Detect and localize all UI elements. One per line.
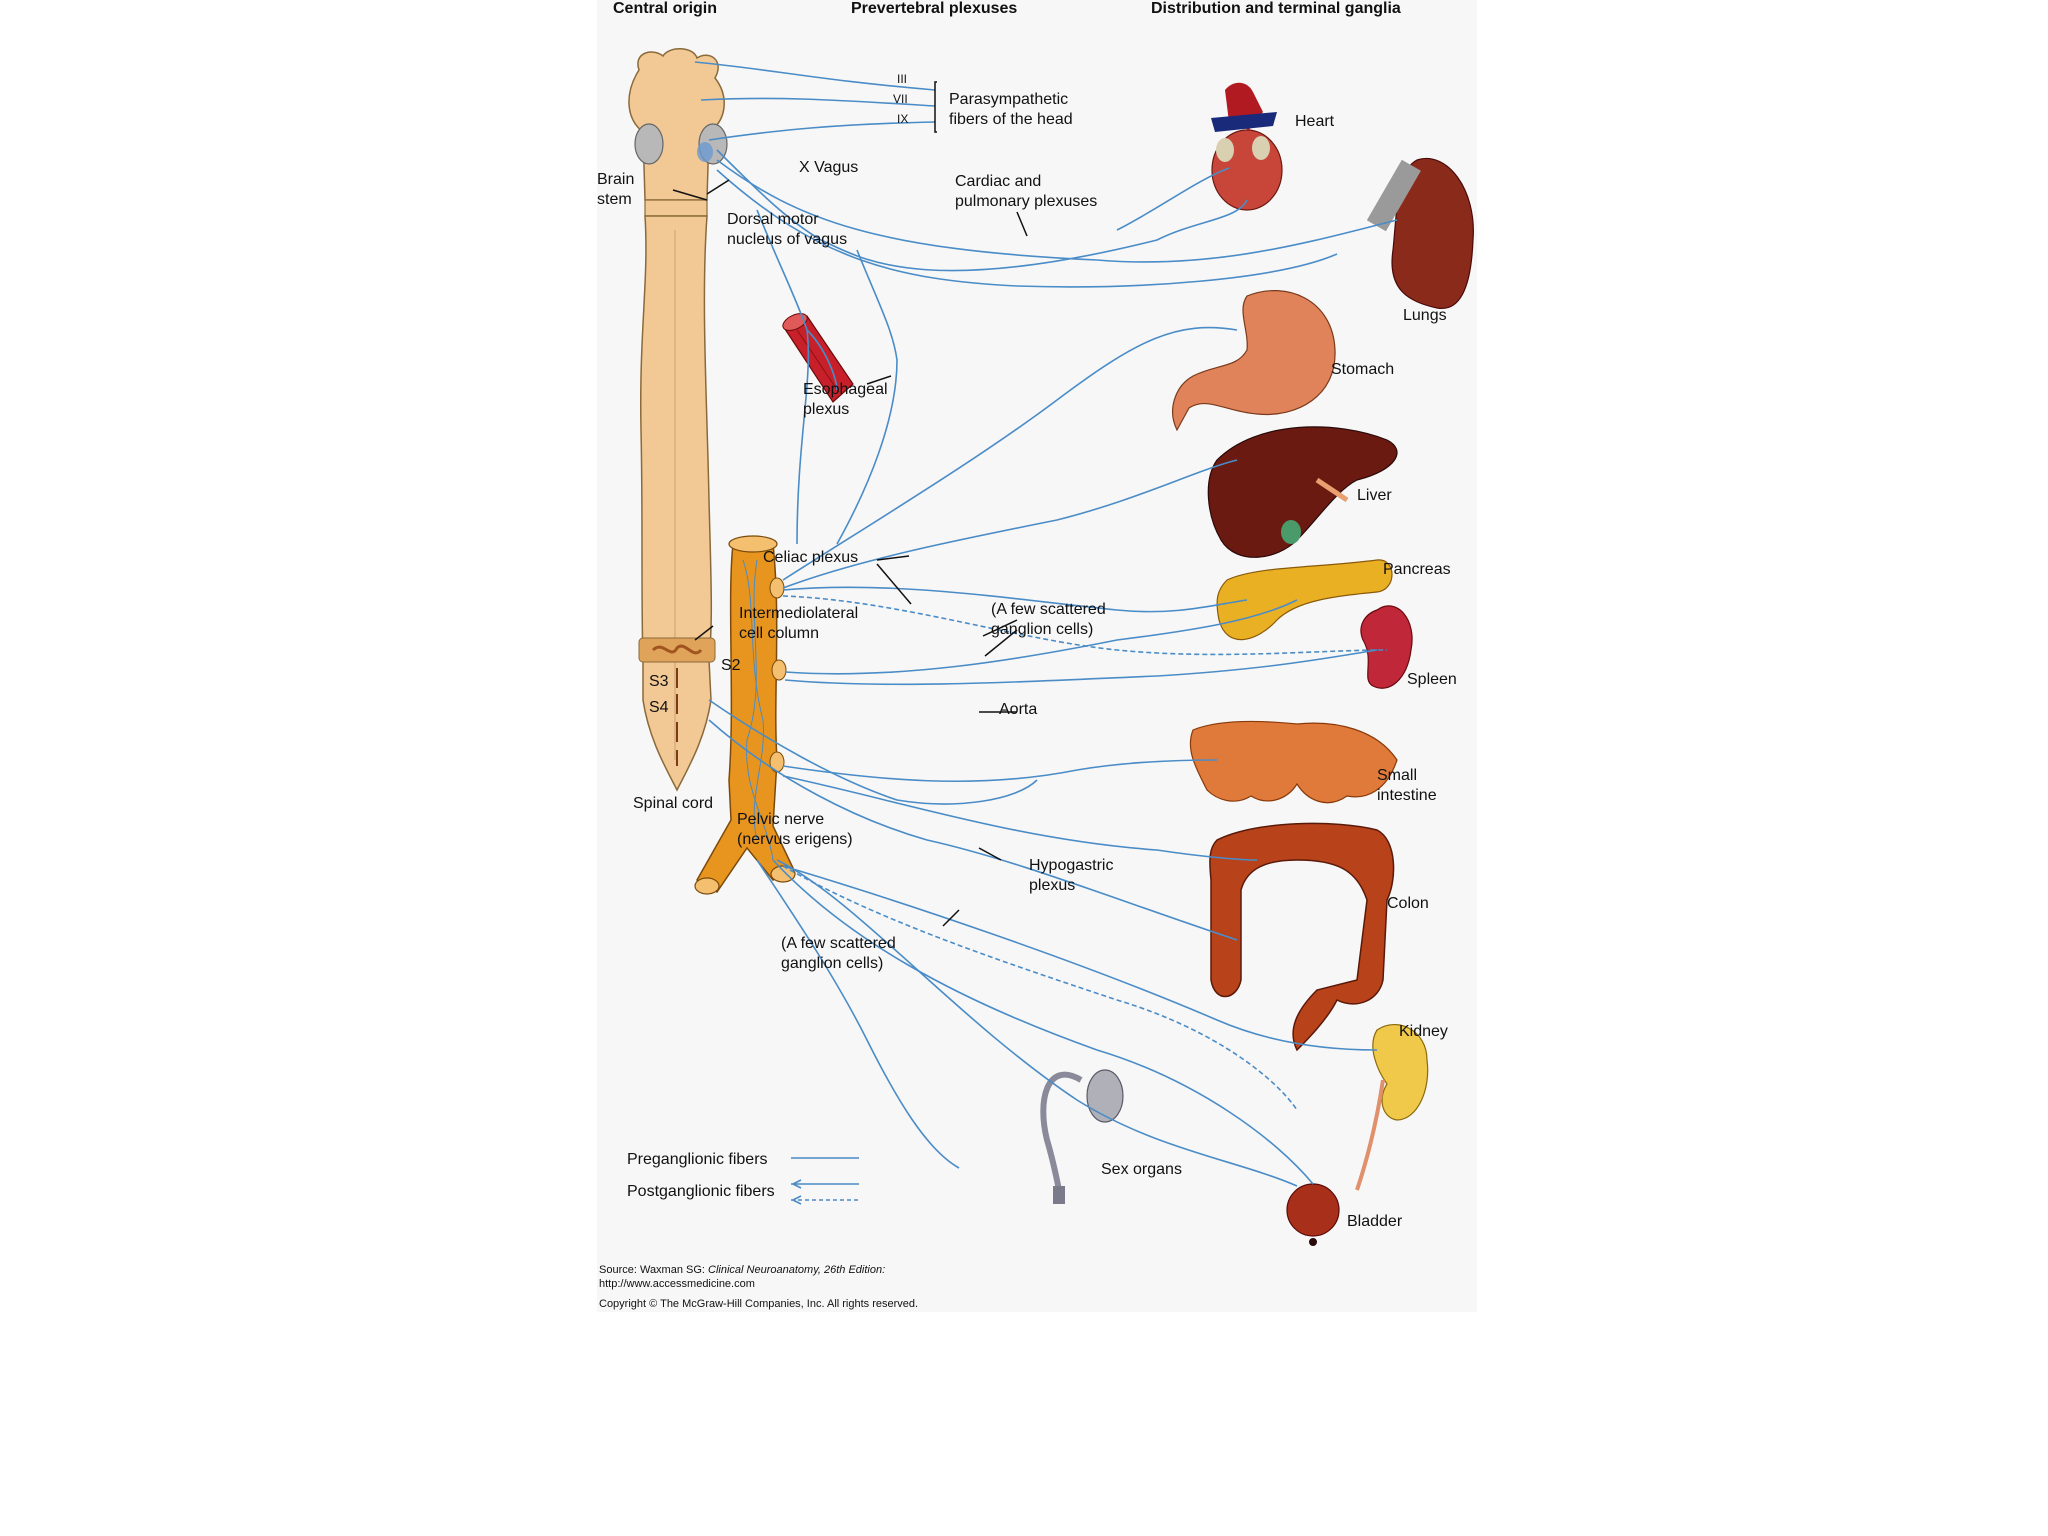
label-nerve-ix: IX (897, 112, 909, 126)
copyright-notice: Copyright © The McGraw-Hill Companies, I… (599, 1298, 919, 1310)
source-url[interactable]: http://www.accessmedicine.com (599, 1278, 755, 1290)
label-intermediolateral-1: Intermediolateral (739, 605, 859, 622)
label-esophageal-1: Esophageal (803, 381, 888, 398)
label-vagus: X Vagus (799, 159, 859, 176)
sex-organs-organ (1040, 1069, 1124, 1204)
header-distribution: Distribution and terminal ganglia (1151, 0, 1401, 17)
label-small-intestine-2: intestine (1377, 787, 1437, 804)
label-nerve-vii: VII (893, 92, 908, 106)
label-dorsal-motor-2: nucleus of vagus (727, 231, 848, 248)
aorta (694, 535, 796, 895)
diagram-drawing (628, 48, 1474, 1246)
label-kidney: Kidney (1399, 1023, 1448, 1040)
label-liver: Liver (1357, 487, 1392, 504)
label-scattered-upper-1: (A few scattered (991, 601, 1106, 618)
label-nerve-iii: III (897, 72, 908, 86)
label-s3: S3 (649, 673, 669, 690)
label-cardiac-1: Cardiac and (955, 173, 1042, 190)
label-stomach: Stomach (1331, 361, 1395, 378)
source-line: Source: Waxman SG: Clinical Neuroanatomy… (599, 1264, 885, 1277)
pancreas-organ (1216, 559, 1393, 641)
source-book: Clinical Neuroanatomy, 26th Edition: (708, 1264, 886, 1276)
label-pancreas: Pancreas (1383, 561, 1451, 578)
label-celiac: Celiac plexus (763, 549, 859, 566)
label-hypogastric-1: Hypogastric (1029, 857, 1114, 874)
source-prefix: Source: Waxman SG: (599, 1264, 709, 1276)
label-spinal-cord: Spinal cord (633, 795, 714, 812)
label-s2: S2 (721, 657, 741, 674)
label-esophageal-2: plexus (803, 401, 850, 418)
label-parasympathetic-2: fibers of the head (949, 111, 1073, 128)
kidney-organ (1355, 1024, 1429, 1191)
label-cardiac-2: pulmonary plexuses (955, 193, 1098, 210)
label-brain-stem-2: stem (597, 191, 632, 208)
colon-organ (1209, 822, 1395, 1052)
liver-organ (1207, 426, 1398, 558)
label-hypogastric-2: plexus (1029, 877, 1076, 894)
lungs-organ (1366, 157, 1474, 310)
heart-organ (1211, 82, 1283, 211)
small-intestine-organ (1189, 720, 1398, 804)
label-pelvic-1: Pelvic nerve (737, 811, 825, 828)
label-scattered-upper-2: ganglion cells) (991, 621, 1094, 638)
spleen-organ (1360, 605, 1413, 689)
label-aorta: Aorta (999, 701, 1038, 718)
label-sex-organs: Sex organs (1101, 1161, 1182, 1178)
label-parasympathetic-1: Parasympathetic (949, 91, 1069, 108)
label-dorsal-motor-1: Dorsal motor (727, 211, 819, 228)
label-scattered-lower-2: ganglion cells) (781, 955, 884, 972)
label-small-intestine-1: Small (1377, 767, 1418, 784)
label-spleen: Spleen (1407, 671, 1457, 688)
label-scattered-lower-1: (A few scattered (781, 935, 896, 952)
leader-lines (672, 81, 1028, 927)
label-lungs: Lungs (1403, 307, 1447, 324)
anatomy-figure: Central origin Prevertebral plexuses Dis… (597, 0, 1477, 1312)
label-intermediolateral-2: cell column (739, 625, 820, 642)
header-prevertebral: Prevertebral plexuses (851, 0, 1018, 17)
label-pelvic-2: (nervus erigens) (737, 831, 853, 848)
label-s4: S4 (649, 699, 669, 716)
legend-lines (791, 1157, 859, 1205)
spinal-cord (638, 215, 716, 792)
nerve-fibers (694, 61, 1398, 1187)
header-central-origin: Central origin (613, 0, 718, 17)
legend-preganglionic: Preganglionic fibers (627, 1151, 768, 1168)
label-bladder: Bladder (1347, 1213, 1403, 1230)
bladder-organ (1286, 1183, 1340, 1246)
label-brain-stem-1: Brain (597, 171, 635, 188)
label-colon: Colon (1387, 895, 1429, 912)
stomach-organ (1172, 290, 1336, 432)
legend-postganglionic: Postganglionic fibers (627, 1183, 775, 1200)
label-heart: Heart (1295, 113, 1335, 130)
